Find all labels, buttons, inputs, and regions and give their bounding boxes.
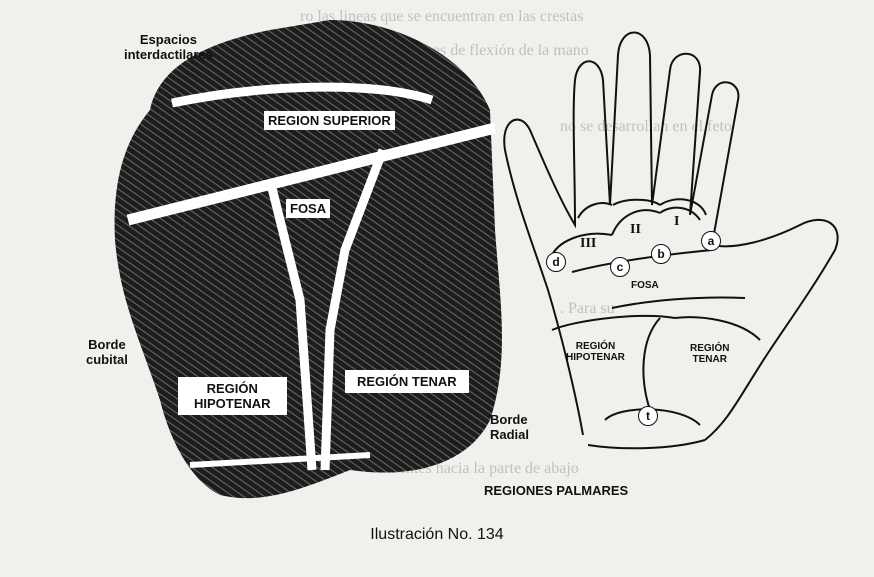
palm-band-upper (171, 82, 434, 108)
circle-c: c (610, 257, 630, 277)
circle-t: t (638, 406, 658, 426)
palm-band-left (267, 186, 317, 471)
figure-caption: Ilustración No. 134 (370, 526, 504, 543)
label-region-hipotenar-print: REGIÓN HIPOTENAR (178, 377, 287, 415)
hand-outline (503, 31, 839, 441)
label-fosa-print: FOSA (286, 199, 331, 218)
label-region-tenar-print: REGIÓN TENAR (345, 370, 469, 393)
circle-a: a (701, 231, 721, 251)
label-borde-cubital: Borde cubital (86, 337, 128, 367)
bleed-through-text: . Para su (560, 300, 615, 317)
palm-band-bottom (189, 452, 371, 468)
label-roman-II: II (630, 222, 641, 237)
label-region-hipotenar-diagram: REGIÓN HIPOTENAR (566, 341, 625, 363)
label-region-tenar-diagram: REGIÓN TENAR (690, 343, 730, 365)
palm-band-right (320, 148, 388, 471)
bleed-through-text: no se desarrollan en el feto (560, 118, 732, 135)
label-espacios-interdactilares: Espacios interdactilares (124, 32, 213, 62)
label-borde-radial: Borde Radial (490, 412, 530, 442)
label-regiones-palmares: REGIONES PALMARES (484, 483, 629, 498)
palm-band-top (126, 122, 497, 226)
label-roman-I: I (674, 214, 680, 229)
circle-b: b (651, 244, 671, 264)
circle-d: d (546, 252, 566, 272)
bleed-through-text: ro las lineas que se encuentran en las c… (300, 8, 584, 25)
label-region-superior: REGION SUPERIOR (264, 111, 395, 130)
label-fosa-diagram: FOSA (631, 280, 659, 291)
label-roman-III: III (580, 236, 597, 251)
